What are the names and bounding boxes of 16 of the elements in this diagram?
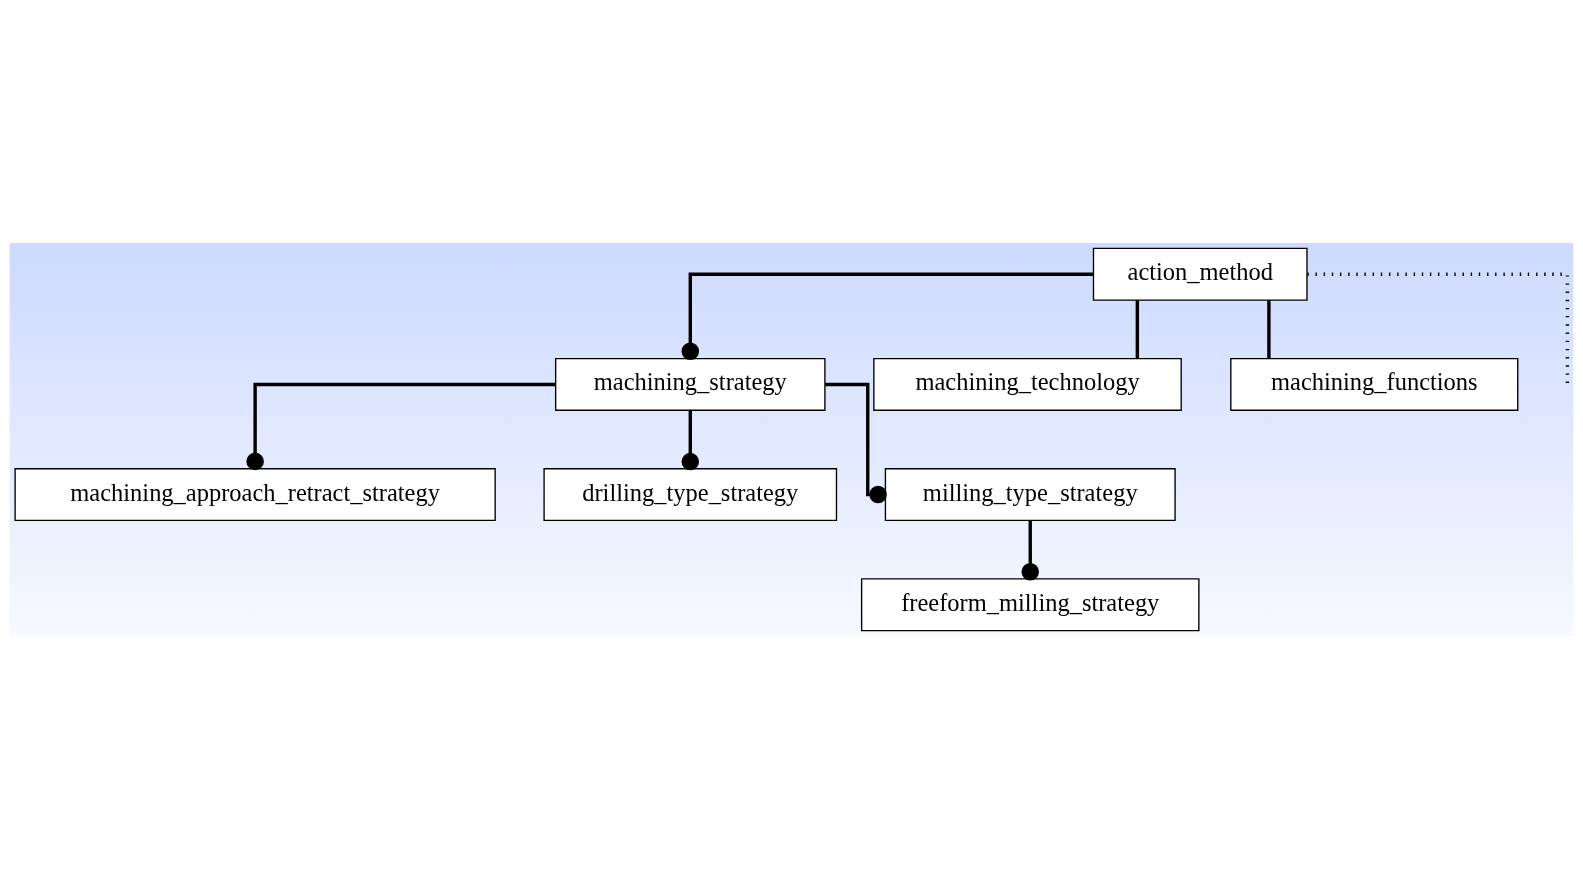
- node-box: drilling_type_strategy: [543, 468, 838, 522]
- connector: [681, 272, 1094, 360]
- node-box: machining_approach_retract_strategy: [14, 468, 496, 522]
- connector: [1135, 300, 1140, 359]
- node-box: freeform_milling_strategy: [860, 578, 1200, 632]
- connector: [825, 382, 887, 504]
- connector: [246, 382, 556, 471]
- node-box: action_method: [1092, 247, 1308, 301]
- connector: [1267, 300, 1271, 359]
- connector: [1307, 272, 1570, 384]
- node-box: machining_technology: [873, 357, 1182, 411]
- connector: [681, 410, 700, 471]
- node-box: machining_strategy: [555, 357, 826, 411]
- node-box: machining_functions: [1230, 357, 1519, 411]
- node-box: milling_type_strategy: [884, 468, 1176, 522]
- connector: [1021, 520, 1039, 581]
